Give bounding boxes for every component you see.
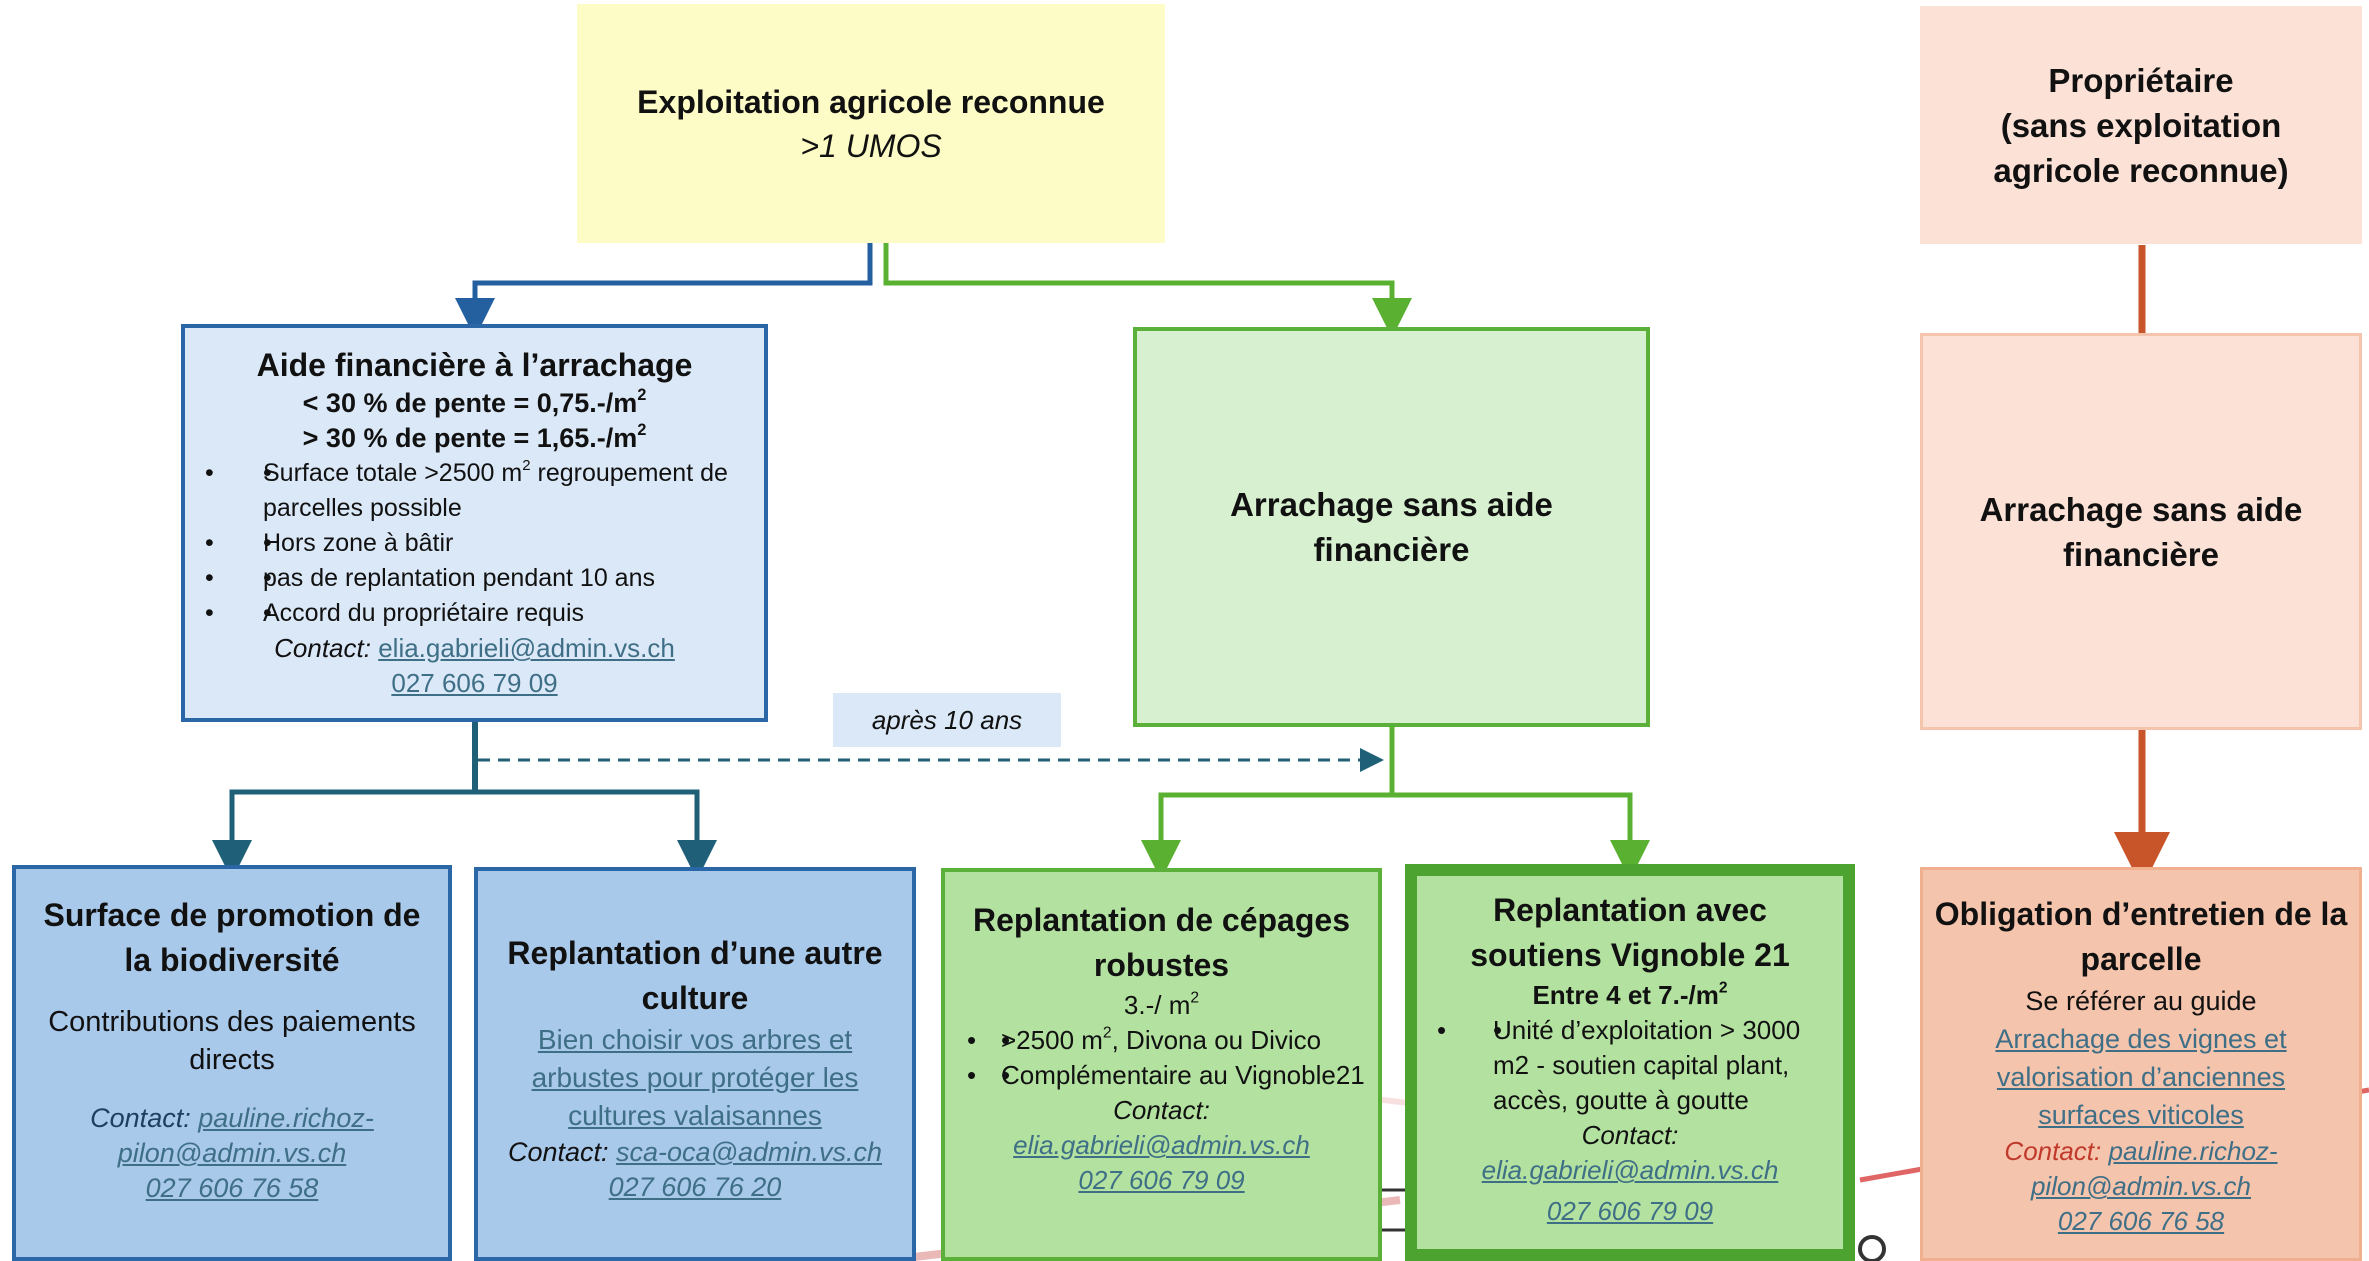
robustes-title: Replantation de cépages robustes: [973, 902, 1350, 983]
exploitation-subtitle: >1 UMOS: [800, 127, 942, 164]
obligation-box: Obligation d’entretien de la parcelle Se…: [1920, 867, 2362, 1261]
obligation-email-link-a[interactable]: pauline.richoz-: [2108, 1136, 2278, 1166]
biodiversite-text: Contributions des paiements directs: [48, 1006, 416, 1076]
autre-culture-box: Replantation d’une autre culture Bien ch…: [474, 867, 916, 1261]
aide-phone-link[interactable]: 027 606 79 09: [391, 668, 558, 698]
aide-bullets: •Surface totale >2500 m2 regroupement de…: [205, 456, 744, 631]
obligation-email-link-b[interactable]: pilon@admin.vs.ch: [2030, 1171, 2252, 1201]
aide-bullet-3: •pas de replantation pendant 10 ans: [205, 561, 744, 596]
aide-rate1: < 30 % de pente = 0,75.-/m2: [302, 385, 647, 418]
biodiversite-email-link-a[interactable]: pauline.richoz-: [198, 1103, 374, 1133]
autre-culture-email-link[interactable]: sca-oca@admin.vs.ch: [616, 1137, 883, 1167]
vignoble21-phone-link[interactable]: 027 606 79 09: [1546, 1196, 1714, 1226]
robustes-email-link[interactable]: elia.gabrieli@admin.vs.ch: [1013, 1130, 1310, 1160]
proprietaire-line2: (sans exploitation: [2000, 106, 2282, 144]
obligation-link-2[interactable]: valorisation d’anciennes: [1996, 1062, 2286, 1092]
autre-culture-phone-link[interactable]: 027 606 76 20: [608, 1172, 782, 1202]
biodiversite-phone-link[interactable]: 027 606 76 58: [145, 1173, 319, 1203]
vignoble21-email-link[interactable]: elia.gabrieli@admin.vs.ch: [1481, 1155, 1779, 1185]
proprietaire-line3: agricole reconnue): [1993, 151, 2289, 189]
aide-box: Aide financière à l’arrachage < 30 % de …: [181, 324, 768, 722]
obligation-title: Obligation d’entretien de la parcelle: [1934, 896, 2348, 977]
robustes-box: Replantation de cépages robustes 3.-/ m2…: [941, 868, 1382, 1261]
aide-email-link[interactable]: elia.gabrieli@admin.vs.ch: [378, 633, 675, 663]
apres-label: après 10 ans: [833, 693, 1061, 747]
biodiversite-title: Surface de promotion de la biodiversité: [43, 897, 421, 978]
autre-culture-link-2[interactable]: arbustes pour protéger les: [531, 1062, 859, 1093]
robustes-bullets: •>2500 m2, Divona ou Divico •Complémenta…: [967, 1023, 1366, 1093]
proprietaire-box: Propriétaire (sans exploitation agricole…: [1920, 6, 2362, 244]
autre-culture-title: Replantation d’une autre culture: [507, 935, 883, 1016]
aide-rate2: > 30 % de pente = 1,65.-/m2: [302, 420, 647, 453]
vignoble21-bullet-1: •Unité d’exploitation > 3000 m2 - soutie…: [1437, 1013, 1813, 1118]
aide-bullet-2: •Hors zone à bâtir: [205, 526, 744, 561]
exploitation-box: Exploitation agricole reconnue >1 UMOS: [577, 4, 1165, 243]
aide-bullet-4: •Accord du propriétaire requis: [205, 596, 744, 631]
autre-culture-link-1[interactable]: Bien choisir vos arbres et: [537, 1024, 853, 1055]
autre-culture-link-3[interactable]: cultures valaisannes: [568, 1100, 822, 1131]
exploitation-title: Exploitation agricole reconnue: [637, 83, 1105, 120]
robustes-bullet-2: •Complémentaire au Vignoble21: [967, 1058, 1366, 1093]
arrachage-right-title: Arrachage sans aide financière: [1979, 490, 2303, 573]
vignoble21-box: Replantation avec soutiens Vignoble 21 E…: [1405, 864, 1855, 1261]
robustes-bullet-1: •>2500 m2, Divona ou Divico: [967, 1023, 1366, 1058]
obligation-link-3[interactable]: surfaces viticoles: [2038, 1100, 2244, 1130]
proprietaire-line1: Propriétaire: [2048, 61, 2234, 99]
arrachage-center-title: Arrachage sans aide financière: [1230, 486, 1553, 568]
biodiversite-box: Surface de promotion de la biodiversité …: [12, 865, 452, 1261]
arrachage-right-box: Arrachage sans aide financière: [1920, 333, 2362, 730]
vignoble21-contact-label: Contact:: [1581, 1120, 1679, 1150]
vignoble21-bullets: •Unité d’exploitation > 3000 m2 - soutie…: [1437, 1013, 1813, 1118]
aide-contact: Contact: elia.gabrieli@admin.vs.ch: [274, 633, 675, 663]
arrachage-center-box: Arrachage sans aide financière: [1133, 327, 1650, 727]
robustes-price: 3.-/ m2: [1123, 989, 1200, 1020]
vignoble21-price: Entre 4 et 7.-/m2: [1532, 979, 1728, 1010]
robustes-phone-link[interactable]: 027 606 79 09: [1078, 1165, 1245, 1195]
vignoble21-title: Replantation avec soutiens Vignoble 21: [1470, 892, 1790, 973]
aide-title: Aide financière à l’arrachage: [256, 347, 693, 383]
obligation-phone-link[interactable]: 027 606 76 58: [2057, 1206, 2225, 1236]
autre-culture-contact: Contact: sca-oca@admin.vs.ch: [507, 1137, 883, 1167]
biodiversite-email-link-b[interactable]: pilon@admin.vs.ch: [117, 1138, 347, 1168]
robustes-contact-label: Contact:: [1113, 1095, 1210, 1125]
obligation-text: Se référer au guide: [2025, 986, 2257, 1016]
aide-bullet-1: •Surface totale >2500 m2 regroupement de…: [205, 456, 744, 526]
obligation-contact: Contact: pauline.richoz-: [2004, 1136, 2278, 1166]
obligation-link-1[interactable]: Arrachage des vignes et: [1995, 1024, 2287, 1054]
biodiversite-contact: Contact: pauline.richoz-: [90, 1103, 374, 1133]
